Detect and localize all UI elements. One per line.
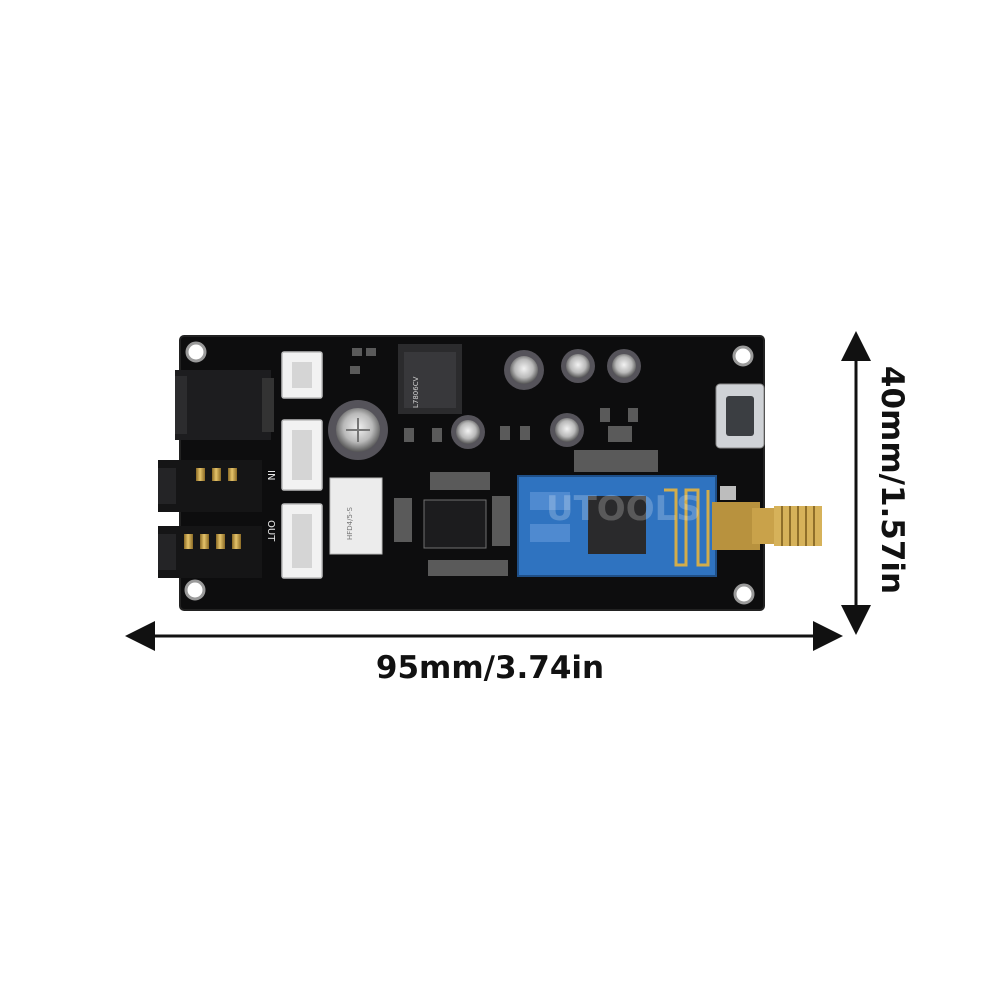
relay: HFD4/5-S (329, 477, 383, 555)
relay-marking: HFD4/5-S (346, 507, 354, 540)
smd-components (350, 348, 658, 576)
voltage-regulator: L7806CV (398, 344, 462, 414)
small-capacitors (451, 349, 641, 449)
height-dimension-label: 40mm/1.57in (874, 365, 910, 595)
audio-jack-out (158, 526, 262, 578)
sma-connector (712, 486, 822, 550)
bluetooth-module (517, 475, 717, 577)
watermark: UTOOLS (546, 489, 701, 529)
dsp-chip (423, 499, 487, 549)
electrolytic-capacitor-large (328, 400, 388, 460)
silkscreen-out: OUT (265, 520, 276, 542)
width-dimension-label: 95mm/3.74in (375, 650, 605, 686)
dc-jack (175, 370, 274, 440)
usb-c-port (715, 383, 765, 449)
silkscreen-in: IN (265, 470, 276, 480)
regulator-marking: L7806CV (412, 376, 420, 408)
mounting-holes (184, 341, 755, 605)
audio-jack-in (158, 460, 262, 512)
